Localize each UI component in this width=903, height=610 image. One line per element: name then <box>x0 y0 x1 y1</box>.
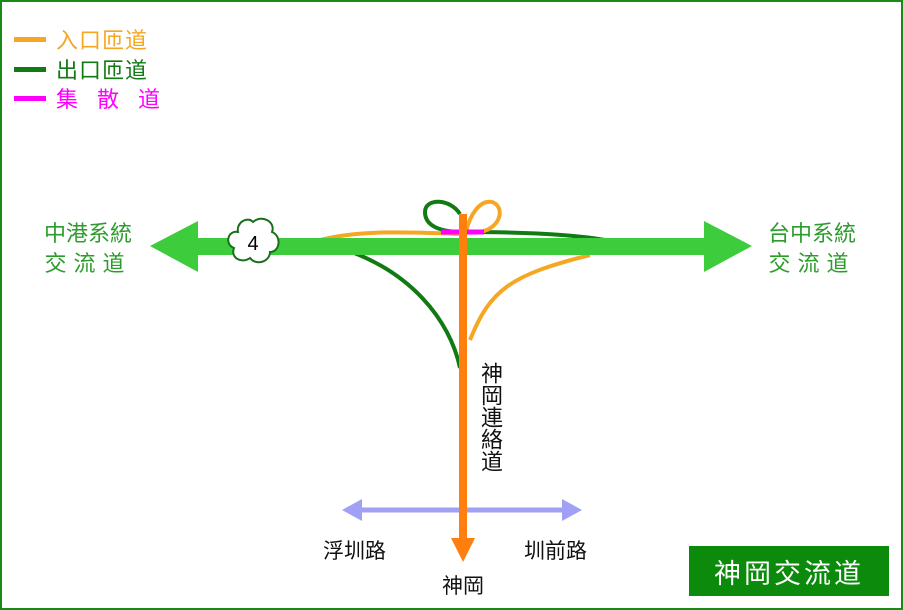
legend-swatch-collector <box>14 95 46 101</box>
local-road-arrow-east <box>562 499 582 521</box>
connector-destination-label: 神岡 <box>442 574 484 598</box>
east-destination-line1: 台中系統 <box>768 222 857 247</box>
exit-loop <box>422 199 464 234</box>
exit-ramps <box>339 199 606 369</box>
highway-arrow-east <box>704 221 752 272</box>
east-destination-line2: 交流道 <box>768 252 856 277</box>
local-road-arrow-west <box>342 499 362 521</box>
legend-entrance-ramp: 入口匝道 <box>14 25 149 54</box>
connector-arrow-south <box>451 538 475 562</box>
exit-ramp-west <box>339 246 462 369</box>
highway <box>150 221 752 272</box>
highway-bar <box>190 238 714 255</box>
west-destination-line1: 中港系統 <box>44 222 133 247</box>
route-shield: 4 <box>227 217 280 264</box>
entrance-ramp-east <box>468 253 591 341</box>
route-shield-icon <box>227 217 280 264</box>
local-road-east-label: 圳前路 <box>524 539 587 563</box>
connector-road <box>451 214 475 562</box>
interchange-title: 神岡交流道 <box>689 546 889 596</box>
east-destination-label: 台中系統 交流道 <box>768 220 856 280</box>
legend-exit-ramp: 出口匝道 <box>14 55 149 84</box>
legend-swatch-entrance <box>14 36 46 42</box>
legend-collector-road: 集 散 道 <box>14 84 166 113</box>
entrance-loop <box>464 199 502 234</box>
entrance-ramps <box>319 199 591 341</box>
legend-label-entrance: 入口匝道 <box>56 29 149 54</box>
local-road-west-label: 浮圳路 <box>323 539 386 563</box>
route-number: 4 <box>247 233 258 255</box>
legend-label-collector: 集 散 道 <box>56 88 166 113</box>
legend-swatch-exit <box>14 66 46 72</box>
connector-road-label: 神岡連絡道 <box>477 362 502 472</box>
highway-arrow-west <box>150 221 198 272</box>
west-destination-label: 中港系統 交流道 <box>44 220 132 280</box>
legend-label-exit: 出口匝道 <box>56 59 149 84</box>
west-destination-line2: 交流道 <box>44 252 132 277</box>
